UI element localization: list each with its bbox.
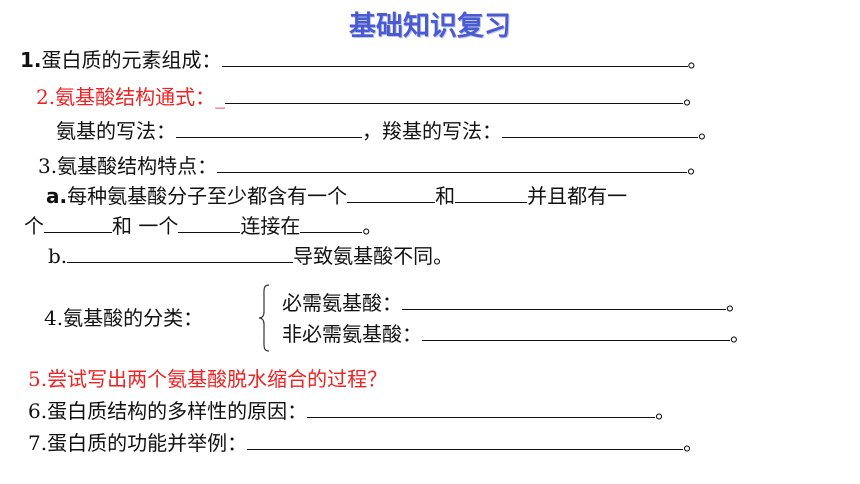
question-3a-end: 。 bbox=[362, 214, 383, 238]
question-1: 1.蛋白质的元素组成： 。 bbox=[20, 46, 708, 73]
question-1-end: 。 bbox=[687, 48, 708, 72]
question-6: 6.蛋白质结构的多样性的原因： 。 bbox=[28, 397, 675, 424]
answer-blank-essential[interactable] bbox=[402, 289, 726, 310]
essential-amino-acid-label: 必需氨基酸： bbox=[282, 291, 402, 315]
answer-blank-element-composition[interactable] bbox=[221, 46, 688, 67]
question-6-label: 6.蛋白质结构的多样性的原因： bbox=[28, 399, 308, 423]
question-3b-letter: b. bbox=[48, 244, 68, 268]
question-2-groups-end: 。 bbox=[698, 119, 718, 143]
page-title: 基础知识复习 bbox=[349, 11, 511, 42]
question-4-label: 4.氨基酸的分类： bbox=[44, 306, 204, 330]
answer-blank-nonessential[interactable] bbox=[422, 320, 730, 341]
question-3a-and-2: 和 一个 bbox=[112, 214, 179, 238]
question-2-label: 2.氨基酸结构通式： bbox=[36, 85, 216, 109]
question-4-essential-end: 。 bbox=[726, 291, 746, 315]
answer-blank-general-formula[interactable] bbox=[225, 83, 684, 104]
question-2-groups: 氨基的写法： ，羧基的写法： 。 bbox=[56, 117, 718, 144]
question-3a-link: 连接在 bbox=[240, 214, 301, 238]
answer-blank-protein-function[interactable] bbox=[247, 429, 684, 450]
question-2-mark: _ bbox=[215, 85, 226, 109]
answer-blank-3a-5[interactable] bbox=[300, 212, 363, 233]
question-3-end: 。 bbox=[687, 154, 708, 178]
question-7-label: 7.蛋白质的功能并举例： bbox=[28, 431, 248, 455]
answer-blank-3b[interactable] bbox=[67, 242, 294, 263]
question-3a-line-2-start: 个 bbox=[24, 214, 44, 238]
question-4-essential: 必需氨基酸： 。 bbox=[282, 289, 746, 316]
question-3-label: 3.氨基酸结构特点： bbox=[38, 154, 218, 178]
question-3b: b. 导致氨基酸不同。 bbox=[48, 242, 453, 269]
curly-brace bbox=[258, 284, 270, 352]
answer-blank-carboxyl-group[interactable] bbox=[502, 117, 698, 138]
question-3a-line-2: 个 和 一个 连接在 。 bbox=[24, 212, 382, 239]
question-3a-letter: a. bbox=[46, 184, 68, 208]
question-4-nonessential-end: 。 bbox=[730, 322, 750, 346]
answer-blank-3a-2[interactable] bbox=[455, 182, 528, 203]
question-7: 7.蛋白质的功能并举例： 。 bbox=[28, 429, 703, 456]
question-2-end: 。 bbox=[683, 85, 704, 109]
question-3a-text-1: 每种氨基酸分子至少都含有一个 bbox=[67, 184, 348, 208]
question-1-label: 蛋白质的元素组成： bbox=[41, 48, 222, 72]
question-3b-text: 导致氨基酸不同。 bbox=[293, 244, 454, 268]
answer-blank-diversity-reason[interactable] bbox=[307, 397, 656, 418]
question-3: 3.氨基酸结构特点： 。 bbox=[38, 152, 707, 179]
answer-blank-structure-features[interactable] bbox=[217, 152, 688, 173]
question-1-number: 1. bbox=[20, 48, 42, 72]
answer-blank-amino-group[interactable] bbox=[176, 117, 362, 138]
amino-group-label: 氨基的写法： bbox=[56, 119, 176, 143]
nonessential-amino-acid-label: 非必需氨基酸： bbox=[282, 322, 422, 346]
question-5: 5.尝试写出两个氨基酸脱水缩合的过程？ bbox=[28, 367, 388, 391]
carboxyl-group-label: ，羧基的写法： bbox=[362, 119, 502, 143]
question-6-end: 。 bbox=[655, 399, 676, 423]
question-4-nonessential: 非必需氨基酸： 。 bbox=[282, 320, 750, 347]
question-7-end: 。 bbox=[683, 431, 704, 455]
question-2: 2.氨基酸结构通式：_ 。 bbox=[36, 83, 703, 110]
question-3a-text-2: 并且都有一 bbox=[527, 184, 628, 208]
answer-blank-3a-4[interactable] bbox=[178, 212, 241, 233]
question-3a-line-1: a.每种氨基酸分子至少都含有一个 和 并且都有一 bbox=[46, 182, 627, 209]
answer-blank-3a-3[interactable] bbox=[44, 212, 112, 233]
question-3a-and-1: 和 bbox=[435, 184, 456, 208]
answer-blank-3a-1[interactable] bbox=[347, 182, 436, 203]
